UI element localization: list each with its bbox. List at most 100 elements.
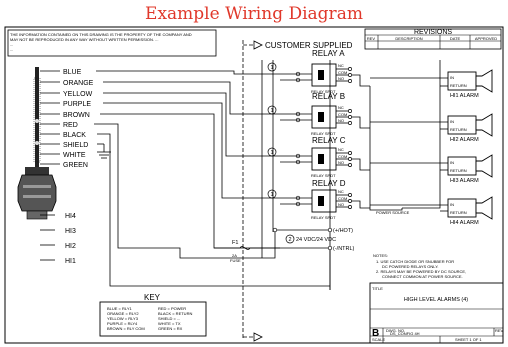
alarm-hi1-label: HI1 ALARM [450,93,479,99]
fuse-label: FUSE [230,258,241,263]
callout-circle [285,234,295,244]
key-entry: GREEN = RX [158,326,183,331]
alarm-terminal-label: RETURN [450,127,467,132]
hi-level-legend: HI4 HI3 HI2 HI1 [40,213,76,265]
callout-circle [267,62,277,72]
callout-circle [267,147,277,157]
contact-label: COM [338,154,347,159]
contact-label: NC [338,147,344,152]
revisions-table: REVISIONS REV DESCRIPTION DATE APPROVED [364,28,502,50]
relay-a-name: RELAY A [312,49,345,58]
wire-label-white: WHITE [63,152,86,159]
contact-label: NO [338,160,344,165]
customer-supplied-label: CUSTOMER SUPPLIED [265,41,353,50]
wire-labels: BLUE ORANGE YELLOW PURPLE BROWN RED BLAC… [63,69,94,169]
horn-icon [475,196,493,220]
key-entry: WHITE = TX [158,321,181,326]
notice-line: THE INFORMATION CONTAINED ON THIS DRAWIN… [10,32,192,37]
sensor-flag-icon [35,141,39,145]
hi-level-label: HI2 [65,243,76,250]
relay-a-callout: 1 [270,65,273,71]
wire-label-orange: ORANGE [63,80,94,87]
hi-level-label: HI1 [65,258,76,265]
fuse-icon [239,246,251,250]
relay-d-coil [318,196,324,206]
wire-label-blue: BLUE [63,69,82,76]
dwg-no: DS_CONFIG 4H [390,331,420,336]
title-block: TITLE HIGH LEVEL ALARMS (4) B DWG. NO. D… [369,282,504,344]
scale-label: SCALE [372,337,385,342]
revisions-title: REVISIONS [414,29,452,36]
key-box: KEY BLUE = RLY1 ORANGE = RLY2 YELLOW = R… [99,293,207,337]
hi-level-label: HI3 [65,228,76,235]
relay-a: RELAY A 1 NC COM NO RELAY SPDT [267,49,352,94]
power-source-label: POWER SOURCE [376,210,410,215]
alarm-terminal-label: IN [450,160,454,165]
power-source: POWER SOURCE [369,208,410,215]
supply-callout: 2 [288,237,291,243]
alarm-hi2: IN RETURN HI2 ALARM [447,113,493,143]
alarm-terminal-label: RETURN [450,83,467,88]
notes: NOTES: 1. USE CATCH DIODE OR SNUBBER FOR… [373,253,466,279]
contact-label: NC [338,105,344,110]
key-entry: BLACK = RETURN [158,311,192,316]
ground-icon [97,143,111,159]
horn-icon [475,154,493,178]
wire-list [40,70,60,165]
horn-icon [475,69,493,93]
common-bus [261,60,441,290]
sensor-flag-icon [35,119,39,123]
title-label: TITLE [372,286,383,291]
drawing-title: HIGH LEVEL ALARMS (4) [404,297,468,303]
drawing-border [4,26,504,344]
relay-c-name: RELAY C [312,136,346,145]
alarm-terminal-label: IN [450,75,454,80]
dwg-no-label: DWG. NO. [386,328,405,333]
arrow-icon [253,40,263,50]
rev-label: REV [495,328,504,333]
alarm-hi3: IN RETURN HI3 ALARM [447,154,493,184]
contact-label: NO [338,118,344,123]
alarm-hi3-label: HI3 ALARM [450,178,479,184]
sheet-label: SHEET 1 OF 1 [455,337,482,342]
key-entry: YELLOW = RLY3 [107,316,139,321]
notes-line: CONNECT COMMON AT POWER SOURCE. [382,274,463,279]
contact-label: NC [338,189,344,194]
relay-b-name: RELAY B [312,92,345,101]
relay-b-coil [318,112,324,122]
notes-line: 2. RELAYS MAY BE POWERED BY DC SOURCE, [376,269,466,274]
relay-d-name: RELAY D [312,179,346,188]
proprietary-notice: THE INFORMATION CONTAINED ON THIS DRAWIN… [10,32,192,52]
key-entry: BROWN = RLY COM [107,326,145,331]
relay-c-callout: 1 [270,150,273,156]
relay-c-coil [318,154,324,164]
notice-line: ... [10,47,13,52]
notice-line: MAY NOT BE REPRODUCED IN ANY WAY WITHOUT… [10,37,158,42]
signal-wiring [94,70,330,287]
relay-b-type: RELAY SPDT [311,131,336,136]
key-entry: ORANGE = RLY2 [107,311,139,316]
relay-d-type: RELAY SPDT [311,215,336,220]
callout-circle [267,189,277,199]
key-entry: SHIELD = ... [158,316,180,321]
power-supply: (+/HOT) (-/NTRL) 2 24 VDC/24 VDC F1 2A F… [214,227,355,263]
wire-label-shield: SHIELD [63,142,88,149]
notes-line: DC POWERED RELAYS ONLY. [382,264,438,269]
wire-label-green: GREEN [63,162,88,169]
alarm-terminal-label: RETURN [450,168,467,173]
alarm-terminal-label: RETURN [450,210,467,215]
supply-voltage: 24 VDC/24 VDC [296,237,336,243]
key-entry: BLUE = RLY1 [107,306,132,311]
alarm-hi4: IN RETURN HI4 ALARM [447,196,493,226]
supply-neutral-label: (-/NTRL) [333,246,355,252]
wire-label-brown: BROWN [63,112,90,119]
diagram-caption: Example Wiring Diagram [145,4,363,24]
relay-b-callout: 1 [270,108,273,114]
relay-a-type: RELAY SPDT [311,89,336,94]
sensor-probe [17,67,57,220]
fuse-id: F1 [232,240,238,246]
fuse-rating: 2A [232,253,237,258]
relay-b: RELAY B 1 NC COM NO RELAY SPDT [267,92,352,136]
